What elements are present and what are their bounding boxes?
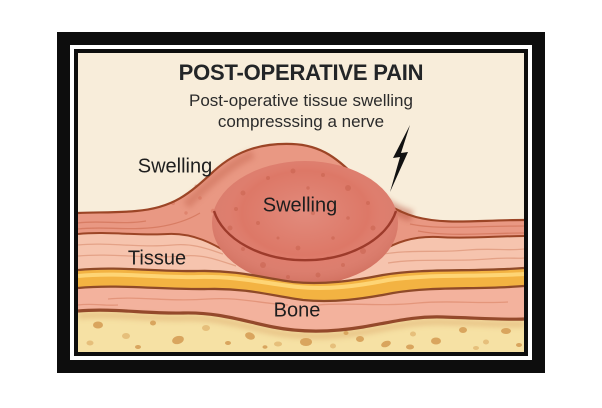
swelling-mass-outline [212,210,398,262]
label-swelling-outer: Swelling [137,155,213,178]
lightning-bolt-icon [390,125,410,192]
bone-spots [86,320,522,350]
label-bone: Bone [273,299,321,322]
swelling-speckles [227,168,376,279]
bone-edge-shading [78,312,524,339]
poster-subtitle: Post-operative tissue swelling compresss… [189,91,413,131]
poster-title: POST-OPERATIVE PAIN [178,60,424,85]
nerve-highlight [78,272,524,290]
skin-surface-line [78,142,524,223]
deep-tissue-striations [78,297,509,306]
tissue-striations [78,243,524,267]
nerve-bottom-line [78,284,524,303]
anatomy-illustration [78,125,524,352]
label-tissue: Tissue [127,247,187,270]
label-swelling-inner: Swelling [262,194,338,217]
dome-shading-left [182,149,255,209]
nerve-top-line [78,266,524,285]
illustration-frame: POST-OPERATIVE PAIN Post-operative tissu… [78,53,524,352]
swelling-mass-shading [212,161,398,285]
skin-striations [78,212,524,235]
bone-top-line [78,308,524,333]
